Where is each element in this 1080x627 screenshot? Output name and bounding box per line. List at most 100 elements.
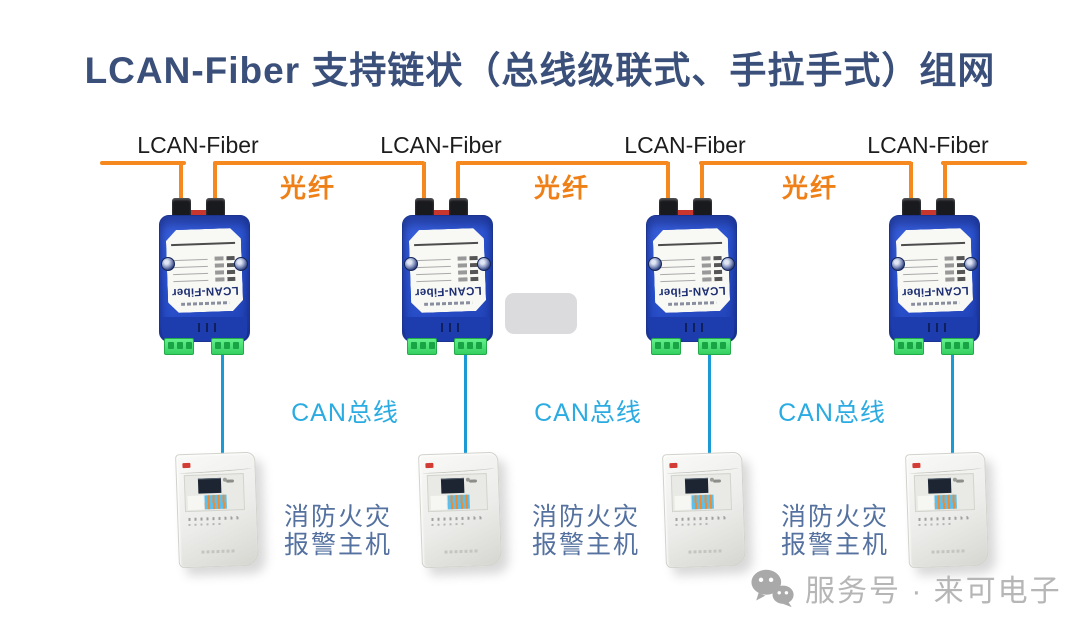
- screw-icon: [161, 257, 175, 271]
- panel-display: [927, 477, 952, 494]
- screw-icon: [891, 257, 905, 271]
- fiber-port: [415, 198, 434, 218]
- panel-buttons-row: [918, 516, 971, 522]
- node-column: LCAN-Fiber LCAN-Fiber: [137, 0, 269, 627]
- fiber-converter-device: LCAN-Fiber: [889, 215, 980, 342]
- dip-switch-icon: [458, 256, 478, 261]
- fiber-port: [902, 198, 921, 218]
- node-column: LCAN-Fiber LCAN-Fiber: [624, 0, 756, 627]
- watermark: 服务号 · 来可电子: [750, 566, 1062, 610]
- fiber-converter-device: LCAN-Fiber: [159, 215, 250, 342]
- dip-switch-icon: [945, 263, 965, 268]
- terminal-block: [894, 338, 924, 355]
- terminal-block: [211, 338, 244, 355]
- panel-striped-sticker: [691, 494, 714, 510]
- device-sticker: LCAN-Fiber: [653, 228, 731, 314]
- can-bus-line: [221, 352, 224, 456]
- screw-icon: [721, 257, 735, 271]
- panel-control-area: [426, 473, 489, 513]
- gray-placeholder-note: [505, 293, 577, 334]
- node-column: LCAN-Fiber LCAN-Fiber: [380, 0, 512, 627]
- device-sticker: LCAN-Fiber: [409, 228, 487, 314]
- panel-control-area: [670, 473, 733, 513]
- panel-striped-sticker: [447, 494, 470, 510]
- device-label: LCAN-Fiber: [380, 132, 502, 158]
- dip-switch-icon: [458, 263, 478, 268]
- fiber-bus-segment: [699, 161, 912, 165]
- device-print-name: LCAN-Fiber: [414, 283, 482, 299]
- device-base: [649, 317, 734, 341]
- fiber-drop-line: [179, 162, 183, 208]
- dip-switch-icon: [945, 256, 965, 261]
- can-bus-label: CAN总线: [778, 399, 886, 427]
- panel-brand-mark: [182, 462, 191, 469]
- device-print-name: LCAN-Fiber: [171, 283, 239, 299]
- can-bus-label: CAN总线: [534, 399, 642, 427]
- dip-switch-icon: [702, 277, 722, 282]
- panel-label: 消防火灾 报警主机: [532, 503, 641, 559]
- fiber-label: 光纤: [781, 173, 838, 203]
- device-sticker: LCAN-Fiber: [166, 228, 244, 314]
- screw-icon: [477, 257, 491, 271]
- dip-switch-icon: [458, 270, 478, 275]
- fiber-port: [659, 198, 678, 218]
- fiber-bus-segment: [456, 161, 669, 165]
- terminal-block: [698, 338, 731, 355]
- panel-control-area: [183, 473, 246, 513]
- fiber-bus-segment: [941, 161, 1027, 165]
- fiber-port: [206, 198, 225, 218]
- fire-alarm-panel: [662, 451, 746, 569]
- panel-striped-sticker: [204, 494, 227, 510]
- panel-brand-mark: [912, 462, 921, 469]
- device-label: LCAN-Fiber: [867, 132, 989, 158]
- screw-icon: [234, 257, 248, 271]
- dip-switch-icon: [215, 263, 235, 268]
- dip-switch-icon: [458, 277, 478, 282]
- device-red-tab: [921, 210, 937, 217]
- dip-switch-icon: [215, 277, 235, 282]
- device-red-tab: [434, 210, 450, 217]
- terminal-block: [407, 338, 437, 355]
- terminal-block: [164, 338, 194, 355]
- device-red-tab: [678, 210, 694, 217]
- fiber-drop-line: [943, 162, 947, 208]
- screw-icon: [404, 257, 418, 271]
- fiber-drop-line: [422, 162, 426, 208]
- dip-switch-icon: [215, 270, 235, 275]
- fiber-drop-line: [456, 162, 460, 208]
- fire-alarm-panel: [175, 451, 259, 569]
- dip-switch-icon: [215, 256, 235, 261]
- device-sticker: LCAN-Fiber: [896, 228, 974, 314]
- device-print-name: LCAN-Fiber: [658, 283, 726, 299]
- wechat-icon: [751, 569, 794, 608]
- dip-switch-icon: [702, 270, 722, 275]
- screw-icon: [648, 257, 662, 271]
- fiber-port: [172, 198, 191, 218]
- panel-brand-mark: [669, 462, 678, 469]
- panel-display: [440, 477, 465, 494]
- panel-label: 消防火灾 报警主机: [284, 503, 393, 559]
- fiber-drop-line: [213, 162, 217, 208]
- panel-buttons-row: [675, 516, 728, 522]
- terminal-block: [941, 338, 974, 355]
- device-print-name: LCAN-Fiber: [901, 283, 969, 299]
- panel-control-area: [913, 473, 976, 513]
- fiber-port: [693, 198, 712, 218]
- panel-display: [684, 477, 709, 494]
- panel-striped-sticker: [934, 494, 957, 510]
- fiber-drop-line: [666, 162, 670, 208]
- dip-switch-icon: [702, 263, 722, 268]
- device-red-tab: [191, 210, 207, 217]
- can-bus-line: [708, 352, 711, 456]
- fiber-label: 光纤: [279, 173, 336, 203]
- device-base: [892, 317, 977, 341]
- panel-buttons-row: [188, 516, 241, 522]
- watermark-text: 服务号 · 来可电子: [805, 575, 1062, 608]
- can-bus-label: CAN总线: [291, 399, 399, 427]
- dip-switch-icon: [945, 277, 965, 282]
- fiber-drop-line: [909, 162, 913, 208]
- terminal-block: [651, 338, 681, 355]
- device-base: [405, 317, 490, 341]
- panel-brand-mark: [425, 462, 434, 469]
